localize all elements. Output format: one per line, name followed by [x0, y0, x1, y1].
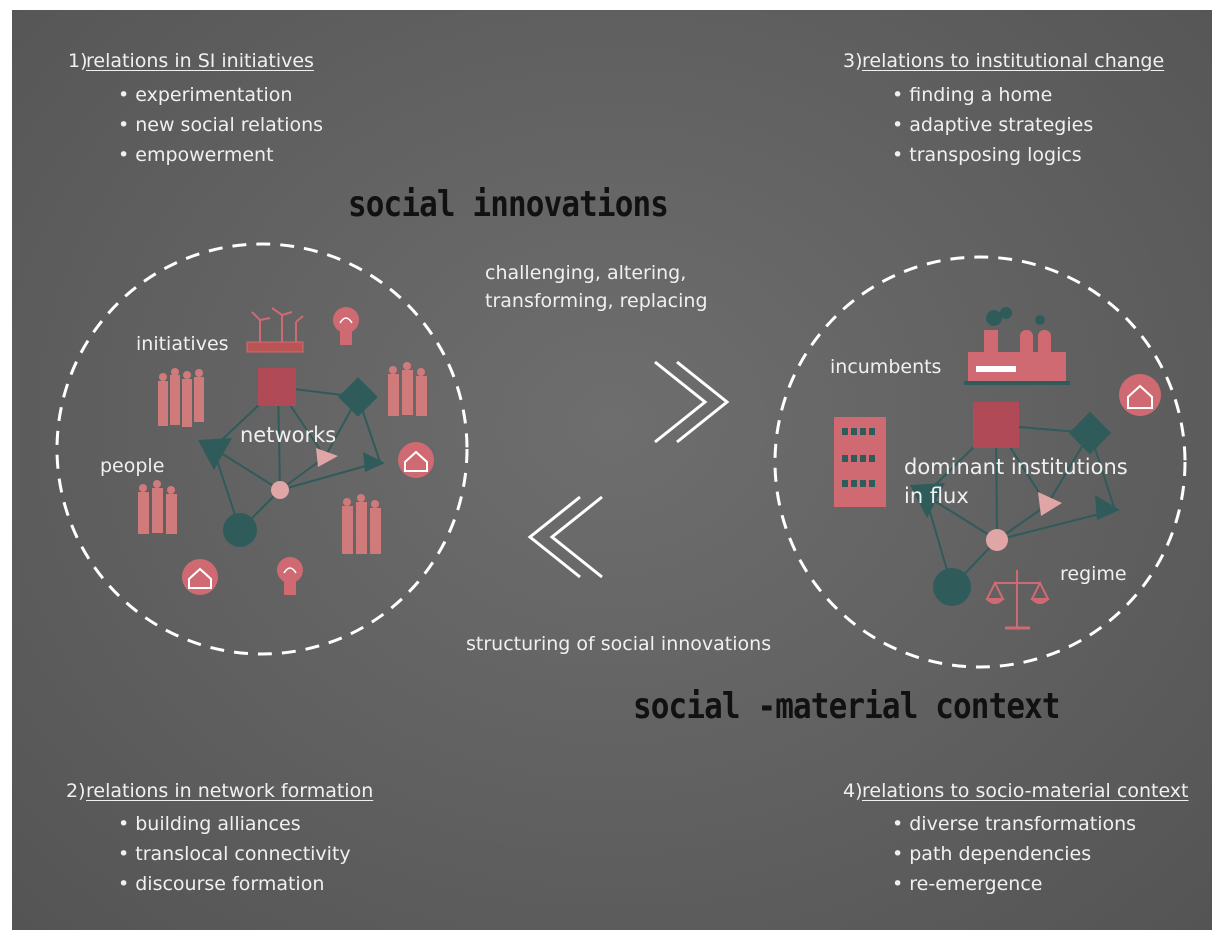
network-node-triangle-small: [316, 448, 338, 467]
social-innovations-title: social innovations: [348, 184, 669, 225]
people-group-icon: [158, 368, 204, 427]
house-icon: [398, 442, 434, 478]
list-item: new social relations: [118, 110, 323, 140]
section-1-number: 1): [68, 50, 88, 72]
people-group-icon: [388, 362, 427, 416]
list-item: experimentation: [118, 80, 323, 110]
people-group-icon: [342, 494, 381, 554]
section-2-heading: relations in network formation: [86, 780, 374, 802]
network-node-arrow: [363, 452, 385, 472]
forward-chevron-icon: [654, 360, 730, 444]
initiatives-label: initiatives: [136, 333, 229, 355]
scales-icon: [985, 570, 1050, 630]
network-node-large-circle: [223, 513, 257, 547]
section-2-number: 2): [66, 780, 86, 802]
wind-turbine-icon: [246, 307, 304, 353]
network-node-square: [973, 402, 1019, 448]
dominant-institutions-label-line2: in flux: [904, 484, 969, 508]
house-icon: [1119, 374, 1161, 416]
list-item: empowerment: [118, 140, 323, 170]
section-1-list: experimentation new social relations emp…: [118, 80, 323, 170]
forward-label-line1: challenging, altering,: [485, 262, 687, 284]
section-2-list: building alliances translocal connectivi…: [118, 809, 351, 899]
list-item: adaptive strategies: [892, 110, 1093, 140]
factory-icon: [964, 307, 1070, 385]
section-4-heading: relations to socio-material context: [862, 780, 1189, 802]
network-node-arrow: [1095, 495, 1120, 520]
forward-label-line2: transforming, replacing: [485, 290, 708, 312]
backward-label: structuring of social innovations: [466, 633, 772, 655]
network-node-small-circle: [986, 529, 1008, 551]
list-item: transposing logics: [892, 140, 1093, 170]
networks-label: networks: [240, 423, 337, 447]
list-item: building alliances: [118, 809, 351, 839]
network-node-diamond: [338, 377, 378, 417]
house-icon: [182, 559, 218, 595]
section-1-heading: relations in SI initiatives: [86, 50, 314, 72]
regime-label: regime: [1060, 563, 1127, 585]
network-node-triangle-small: [1038, 492, 1062, 516]
list-item: path dependencies: [892, 839, 1136, 869]
list-item: re-emergence: [892, 869, 1136, 899]
section-3-heading: relations to institutional change: [862, 50, 1165, 72]
section-4-list: diverse transformations path dependencie…: [892, 809, 1136, 899]
network-node-triangle-large: [910, 483, 945, 518]
backward-chevron-icon: [527, 495, 603, 579]
context-title: social -material context: [633, 686, 1061, 727]
list-item: finding a home: [892, 80, 1093, 110]
incumbents-label: incumbents: [830, 356, 942, 378]
dominant-institutions-label-line1: dominant institutions: [904, 455, 1128, 479]
social-innovations-circle: [55, 242, 469, 656]
network-node-small-circle: [271, 481, 289, 499]
apartment-building-icon: [834, 417, 886, 507]
network-node-triangle-large: [198, 438, 232, 470]
list-item: diverse transformations: [892, 809, 1136, 839]
network-node-large-circle: [933, 568, 971, 606]
section-4-number: 4): [843, 780, 863, 802]
section-3-list: finding a home adaptive strategies trans…: [892, 80, 1093, 170]
lightbulb-icon: [277, 557, 303, 595]
lightbulb-icon: [333, 307, 359, 345]
list-item: translocal connectivity: [118, 839, 350, 869]
list-item: discourse formation: [118, 869, 351, 899]
people-label: people: [100, 455, 165, 477]
context-circle: [773, 255, 1187, 669]
network-node-diamond: [1068, 411, 1112, 455]
people-group-icon: [138, 480, 177, 534]
section-3-number: 3): [843, 50, 863, 72]
network-node-square: [258, 368, 296, 406]
